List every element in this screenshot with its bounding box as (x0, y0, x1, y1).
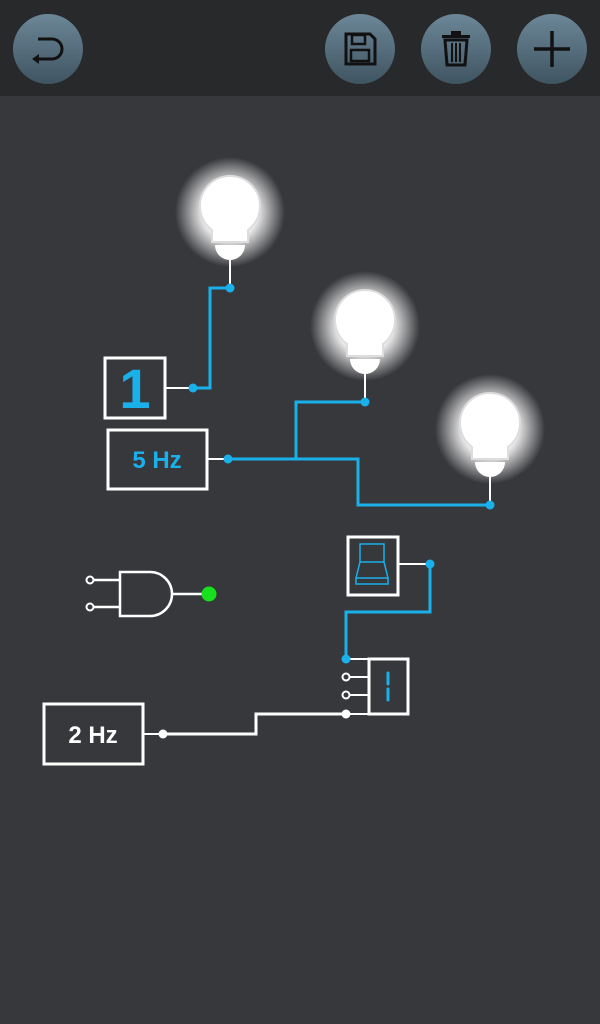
save-icon (344, 32, 377, 66)
back-button[interactable] (13, 14, 83, 84)
trash-icon (442, 31, 470, 67)
wire-counter-bulb1 (193, 286, 230, 390)
wire-clock2-display (163, 712, 346, 736)
back-icon (32, 37, 64, 64)
delete-button[interactable] (421, 14, 491, 84)
wires (163, 286, 490, 736)
light-bulb-2[interactable] (309, 270, 421, 403)
toolbar (0, 0, 600, 96)
segment-display: 1 (341, 654, 410, 719)
clock-5hz[interactable]: 5 Hz (106, 428, 233, 491)
gate-output-indicator (201, 586, 217, 602)
light-bulb-3[interactable] (434, 373, 546, 506)
clock-2hz-label: 2 Hz (68, 722, 117, 749)
save-button[interactable] (325, 14, 395, 84)
wire-switch-display (344, 564, 432, 659)
wire-clock-bulb2 (294, 400, 365, 459)
toggle-switch[interactable] (346, 535, 435, 597)
light-bulb-1[interactable] (174, 156, 286, 289)
clock-2hz[interactable]: 2 Hz (42, 702, 168, 766)
plus-icon (534, 31, 570, 67)
clock-5hz-label: 5 Hz (132, 447, 181, 474)
counter-value: 1 (119, 357, 150, 420)
add-button[interactable] (517, 14, 587, 84)
wire-clock-bulb3 (228, 457, 490, 507)
switch-icon (355, 543, 389, 585)
and-gate[interactable] (85, 570, 217, 618)
counter-block[interactable]: 1 (103, 356, 198, 420)
